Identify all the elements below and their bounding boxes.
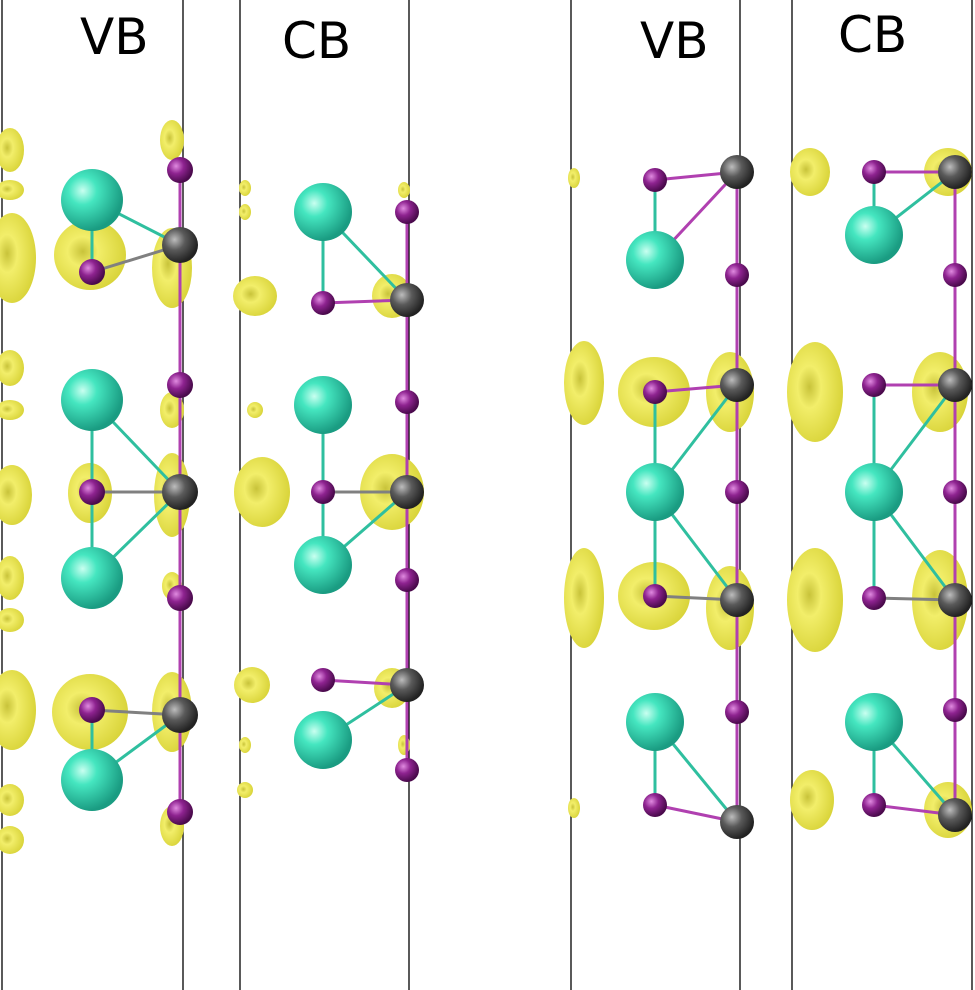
panel-4-atoms [845, 155, 972, 832]
panel-2-atoms [294, 183, 424, 782]
panel-3-atoms [626, 155, 754, 839]
panel-label-cb-right: CB [838, 6, 908, 64]
panel-label-vb-right: VB [640, 12, 709, 70]
panel-label-vb-left: VB [80, 8, 149, 66]
panel-label-cb-left: CB [282, 12, 352, 70]
panel-1-atoms [61, 157, 198, 825]
